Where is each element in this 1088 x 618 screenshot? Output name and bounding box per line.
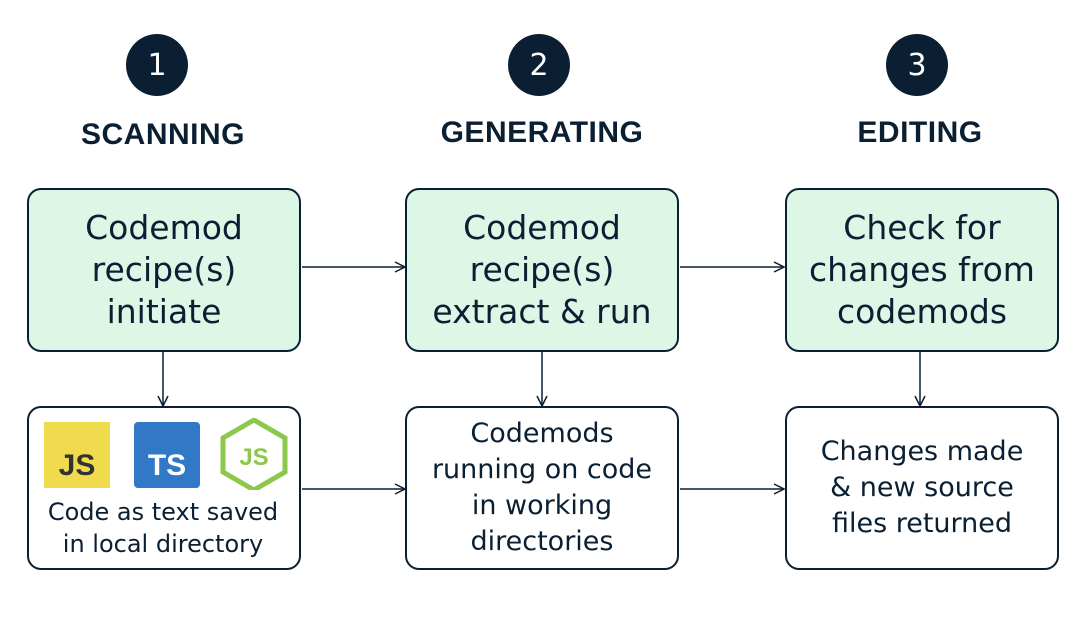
language-logos: JS TS JS xyxy=(44,418,288,490)
typescript-logo-icon: TS xyxy=(134,422,200,488)
step-3-bottom-box: Changes made & new source files returned xyxy=(785,406,1059,570)
step-3-number: 3 xyxy=(886,34,948,96)
svg-text:TS: TS xyxy=(148,449,186,482)
step-2-title: GENERATING xyxy=(440,116,644,149)
step-2-bottom-text: Codemods running on code in working dire… xyxy=(431,418,653,557)
step-1-title: SCANNING xyxy=(80,118,245,151)
step-2-bottom-box: Codemods running on code in working dire… xyxy=(405,406,679,570)
step-2-top-box: Codemod recipe(s) extract & run xyxy=(405,188,679,352)
svg-text:JS: JS xyxy=(59,449,96,482)
nodejs-logo-icon: JS xyxy=(220,418,288,490)
step-1-number: 1 xyxy=(126,34,188,96)
step-1-bottom-text: Code as text saved in local directory xyxy=(47,498,279,558)
step-1-top-text: Codemod recipe(s) initiate xyxy=(85,208,243,331)
step-2-top-text: Codemod recipe(s) extract & run xyxy=(432,208,652,331)
step-1-top-box: Codemod recipe(s) initiate xyxy=(27,188,301,352)
step-3-bottom-text: Changes made & new source files returned xyxy=(820,436,1024,539)
step-2-number: 2 xyxy=(508,34,570,96)
step-3-top-box: Check for changes from codemods xyxy=(785,188,1059,352)
svg-text:JS: JS xyxy=(239,444,268,471)
step-3-top-text: Check for changes from codemods xyxy=(809,208,1035,331)
javascript-logo-icon: JS xyxy=(44,422,110,488)
step-3-title: EDITING xyxy=(857,116,983,149)
